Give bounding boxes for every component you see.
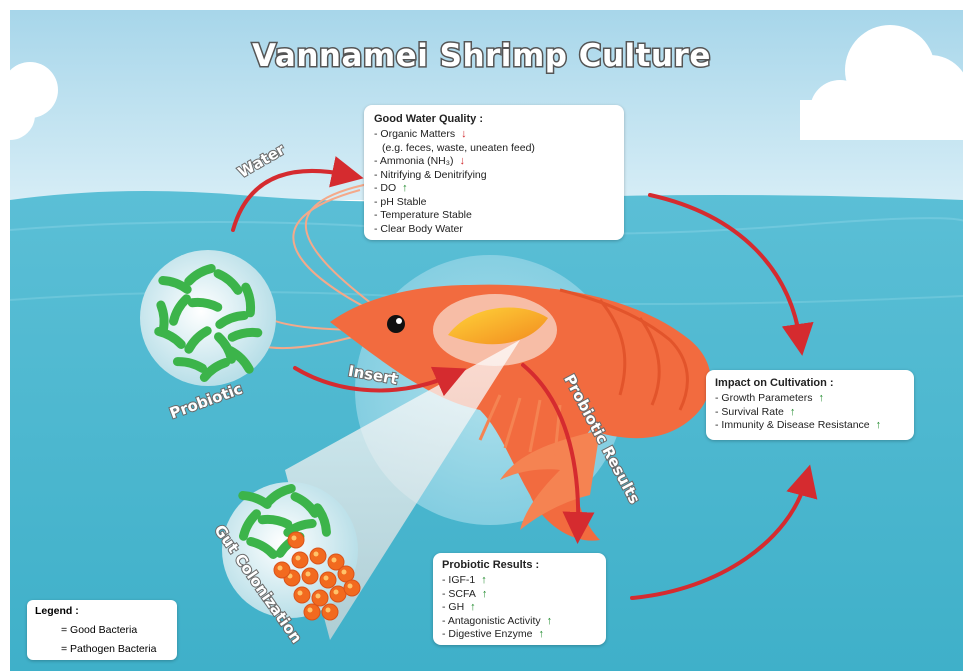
item-text: - IGF-1 [442,574,475,586]
good-bacterium [262,519,288,524]
item-text: - Organic Matters [374,128,455,140]
probiotic-results-card: Probiotic Results : - IGF-1↑- SCFA↑- GH↑… [433,553,606,645]
trend-down-icon: ↓ [461,128,467,140]
legend-good-bacteria: = Good Bacteria [61,624,137,636]
probiotic-results-item: - Digestive Enzyme ↑ [442,628,597,642]
item-text: - pH Stable [374,196,427,208]
water-quality-item: - Ammonia (NH₃) ↓ [374,155,614,169]
item-text: - Antagonistic Activity [442,615,541,627]
water-quality-item: - Temperature Stable [374,209,614,223]
good-bacterium [161,305,164,331]
probiotic-results-list: - IGF-1↑- SCFA↑- GH↑- Antagonistic Activ… [442,574,597,642]
pathogen-bacterium [322,604,338,620]
impact-heading: Impact on Cultivation : [715,377,905,389]
water-quality-list: - Organic Matters↓(e.g. feces, waste, un… [374,128,614,236]
item-text: - Growth Parameters [715,392,812,404]
trend-up-icon: ↑ [818,392,824,404]
impact-item: - Immunity & Disease Resistance ↑ [715,419,905,433]
pathogen-bacterium [288,532,304,548]
trend-up-icon: ↑ [470,601,476,613]
pathogen-bacterium [304,604,320,620]
item-text: - Ammonia (NH₃) [374,155,454,167]
pathogen-bacterium [292,552,308,568]
impact-item: - Survival Rate ↑ [715,406,905,420]
trend-up-icon: ↑ [482,588,488,600]
water-quality-item: - DO ↑ [374,182,614,196]
page-title: Vannamei Shrimp Culture [0,38,963,74]
pathogen-bacterium [302,568,318,584]
pathogen-bacterium [312,590,328,606]
item-text: - DO [374,182,396,194]
item-text: - Clear Body Water [374,223,463,235]
good-bacterium [192,302,218,307]
trend-down-icon: ↓ [460,155,466,167]
water-quality-card: Good Water Quality : - Organic Matters↓(… [364,105,624,240]
water-quality-item: - Clear Body Water [374,223,614,237]
legend-pathogen-bacteria: = Pathogen Bacteria [61,643,156,655]
good-bacterium [246,287,251,313]
item-text: - SCFA [442,588,476,600]
impact-list: - Growth Parameters↑- Survival Rate↑- Im… [715,392,905,433]
pathogen-bacterium [274,562,290,578]
probiotic-results-item: - IGF-1 ↑ [442,574,597,588]
item-text: - Immunity & Disease Resistance [715,419,870,431]
trend-up-icon: ↑ [402,182,408,194]
item-text: - Temperature Stable [374,209,472,221]
pathogen-bacterium [310,548,326,564]
water-quality-item: - pH Stable [374,196,614,210]
trend-up-icon: ↑ [481,574,487,586]
water-quality-item: (e.g. feces, waste, uneaten feed) [374,142,614,156]
item-text: - Survival Rate [715,406,784,418]
water-quality-item: - Organic Matters ↓ [374,128,614,142]
legend-title: Legend : [35,605,79,617]
water-quality-heading: Good Water Quality : [374,113,614,125]
item-text: (e.g. feces, waste, uneaten feed) [382,142,535,154]
item-text: - Nitrifying & Denitrifying [374,169,487,181]
probiotic-results-item: - GH ↑ [442,601,597,615]
good-bacterium [232,332,258,337]
pathogen-bacterium [294,587,310,603]
water-quality-item: - Nitrifying & Denitrifying [374,169,614,183]
probiotic-results-item: - Antagonistic Activity ↑ [442,615,597,629]
trend-up-icon: ↑ [790,406,796,418]
trend-up-icon: ↑ [876,419,882,431]
impact-card: Impact on Cultivation : - Growth Paramet… [706,370,914,440]
impact-item: - Growth Parameters ↑ [715,392,905,406]
pathogen-bacterium [320,572,336,588]
trend-up-icon: ↑ [547,615,553,627]
item-text: - GH [442,601,464,613]
trend-up-icon: ↑ [538,628,544,640]
legend: Legend : = Good Bacteria = Pathogen Bact… [27,600,177,660]
item-text: - Digestive Enzyme [442,628,532,640]
probiotic-results-item: - SCFA ↑ [442,588,597,602]
probiotic-results-heading: Probiotic Results : [442,559,597,571]
pathogen-bacterium [344,580,360,596]
